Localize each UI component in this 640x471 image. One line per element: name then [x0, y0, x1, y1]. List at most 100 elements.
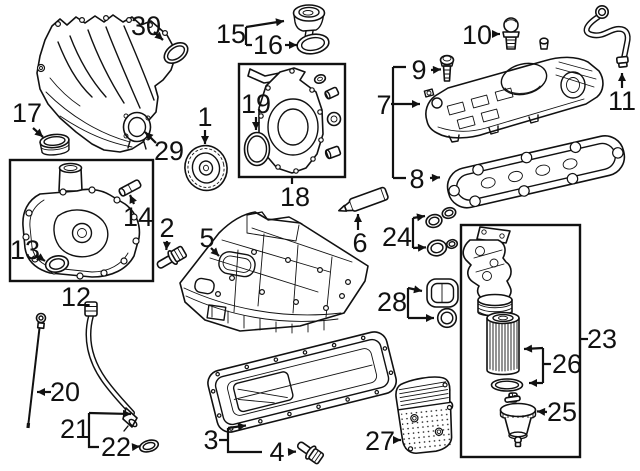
callout-13-label: 13 [10, 235, 40, 265]
callout-24[interactable]: 24 [382, 222, 412, 252]
leader-14 [128, 194, 137, 205]
callout-28[interactable]: 28 [377, 287, 407, 317]
callout-21[interactable]: 21 [60, 414, 90, 444]
callout-5-label: 5 [199, 223, 214, 253]
timing-cover-group [237, 62, 347, 179]
callout-2[interactable]: 2 [159, 213, 174, 243]
callout-18-label: 18 [280, 182, 310, 212]
callout-25[interactable]: 25 [547, 397, 577, 427]
callout-10-label: 10 [462, 20, 492, 50]
callout-6[interactable]: 6 [352, 228, 367, 258]
callout-20[interactable]: 20 [50, 377, 80, 407]
callout-4[interactable]: 4 [269, 437, 284, 467]
leader-7-bracket [391, 65, 406, 180]
callout-27-label: 27 [365, 426, 395, 456]
callout-26[interactable]: 26 [552, 349, 582, 379]
o-ring-set-drawing [425, 206, 459, 257]
leader-9 [430, 65, 442, 74]
leader-15-bracket [244, 27, 252, 47]
valve-cover-bolt-drawing [439, 54, 455, 82]
callout-11-label: 11 [608, 86, 636, 116]
oil-filter-housing-drawing [462, 226, 513, 317]
leader-13 [35, 253, 46, 262]
oil-filter-assembly-group [459, 223, 582, 459]
callout-30-label: 30 [131, 11, 161, 41]
callout-13[interactable]: 13 [10, 235, 40, 265]
callout-22[interactable]: 22 [101, 432, 131, 462]
callout-6-label: 6 [352, 228, 367, 258]
callout-11[interactable]: 11 [608, 86, 636, 116]
intake-manifold-drawing [36, 14, 176, 153]
manifold-gasket-drawing [163, 41, 189, 65]
callout-8[interactable]: 8 [409, 164, 424, 194]
callout-15[interactable]: 15 [216, 19, 246, 49]
leader-26-arrow-a [523, 344, 544, 353]
chain-cover-group [8, 158, 155, 283]
leader-22 [131, 443, 141, 452]
callout-19-label: 19 [241, 89, 271, 119]
callout-28-label: 28 [377, 287, 407, 317]
callout-4-label: 4 [269, 437, 284, 467]
callout-29[interactable]: 29 [154, 136, 184, 166]
cover-stud-bolt-drawing [502, 17, 520, 50]
leader-25 [536, 407, 548, 416]
callout-7-label: 7 [376, 90, 391, 120]
callout-18[interactable]: 18 [280, 182, 310, 212]
chain-cover-box [8, 158, 155, 283]
oil-filter-element-drawing [486, 311, 520, 376]
callout-17[interactable]: 17 [12, 98, 42, 128]
callout-10[interactable]: 10 [462, 20, 492, 50]
callout-12-label: 12 [61, 282, 91, 312]
intake-seal-drawing [39, 133, 70, 156]
upper-oil-pan-drawing [179, 211, 369, 334]
callout-numbers: 1 2 3 4 5 6 7 8 9 10 11 12 13 14 15 16 1… [10, 11, 636, 467]
breather-hose-drawing [583, 5, 631, 69]
callout-26-label: 26 [552, 349, 582, 379]
callout-23[interactable]: 23 [587, 324, 617, 354]
callout-1[interactable]: 1 [197, 102, 212, 132]
oil-filter-cap-drawing [499, 392, 537, 448]
bolt-2-drawing [156, 245, 188, 269]
leader-24-arrow-b [412, 243, 427, 252]
leader-17 [32, 127, 44, 138]
callout-5[interactable]: 5 [199, 223, 214, 253]
cap-o-ring-drawing [296, 33, 330, 55]
callout-12[interactable]: 12 [61, 282, 91, 312]
valve-cover-drawing [423, 37, 604, 143]
dipstick-tube-drawing [84, 301, 138, 432]
crank-pulley-drawing [184, 144, 228, 192]
leader-5 [210, 247, 220, 257]
callout-22-label: 22 [101, 432, 131, 462]
callout-30[interactable]: 30 [131, 11, 161, 41]
callout-9[interactable]: 9 [411, 55, 426, 85]
callout-16-label: 16 [253, 30, 283, 60]
oil-filter-box [459, 223, 582, 459]
callout-23-label: 23 [587, 324, 617, 354]
callout-9-label: 9 [411, 55, 426, 85]
callout-17-label: 17 [12, 98, 42, 128]
callout-7[interactable]: 7 [376, 90, 391, 120]
callout-14[interactable]: 14 [123, 202, 153, 232]
oil-cooler-drawing [395, 376, 454, 455]
lower-oil-pan-drawing [207, 331, 397, 433]
leader-28-arrow-a [407, 285, 423, 294]
callout-3[interactable]: 3 [203, 425, 218, 455]
timing-cover-box [237, 62, 347, 179]
callout-leaders [32, 18, 626, 456]
callout-27[interactable]: 27 [365, 426, 395, 456]
leader-29 [144, 131, 157, 144]
callout-16[interactable]: 16 [253, 30, 283, 60]
tube-seal-drawing [138, 439, 160, 453]
leader-3 [219, 428, 262, 454]
callout-14-label: 14 [123, 202, 153, 232]
leader-21-arrow [88, 409, 132, 418]
dipstick-drawing [26, 312, 47, 429]
callout-19[interactable]: 19 [241, 89, 271, 119]
valve-cover-gasket-drawing [446, 135, 626, 209]
leader-21-bracket [87, 413, 99, 449]
callout-3-label: 3 [203, 425, 218, 455]
callout-21-label: 21 [60, 414, 90, 444]
callout-15-label: 15 [216, 19, 246, 49]
